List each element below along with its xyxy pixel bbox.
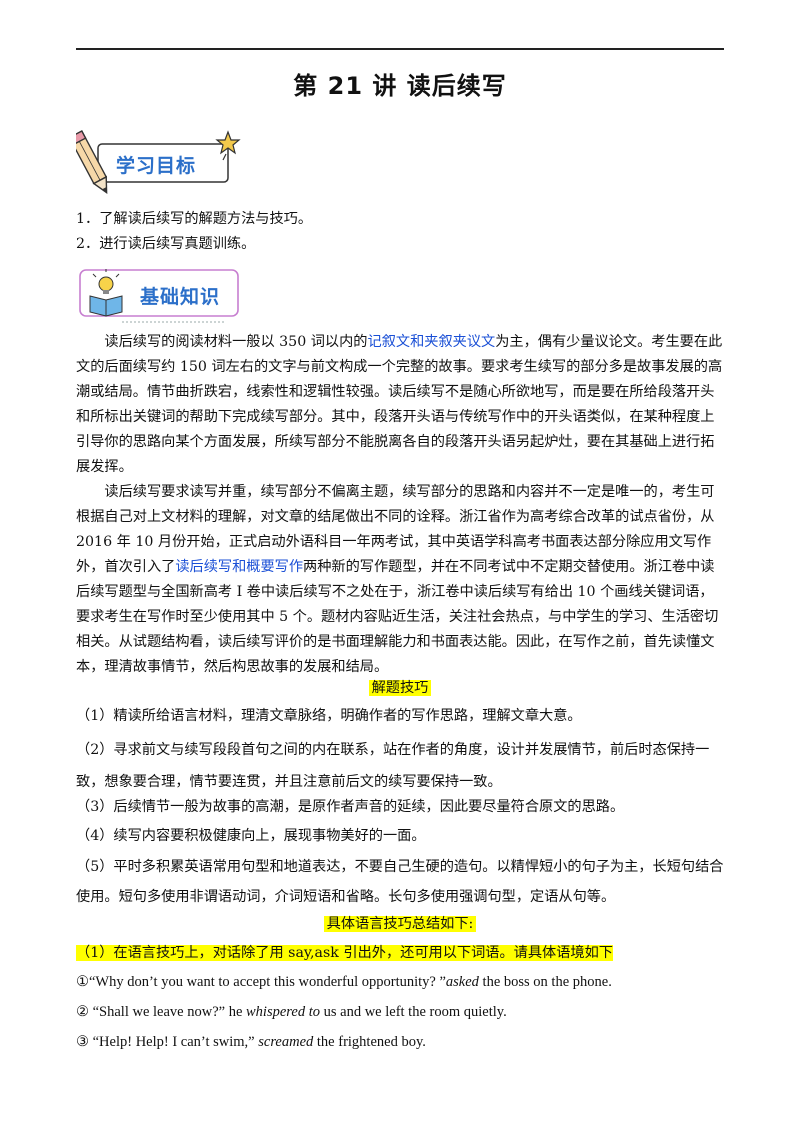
example-sentence: ② “Shall we leave now?” he whispered to … (76, 1004, 507, 1020)
goal-item: 1．了解读后续写的解题方法与技巧。 (76, 211, 313, 227)
tips-heading: 解题技巧 (0, 677, 800, 697)
example-sentence: ①“Why don’t you want to accept this wond… (76, 974, 612, 990)
basic-knowledge-badge: 基础知识 (76, 262, 246, 328)
task-types-link[interactable]: 读后续写和概要写作 (175, 559, 304, 575)
tip-item: （5）平时多积累英语常用句型和地道表达，不要自己生硬的造句。以精悍短小的句子为主… (76, 859, 724, 905)
learning-goals-label: 学习目标 (116, 155, 197, 177)
header-rule (76, 48, 724, 50)
tip-item: （4）续写内容要积极健康向上，展现事物美好的一面。 (76, 828, 426, 844)
book-lightbulb-banner-icon (79, 269, 239, 323)
basic-knowledge-label: 基础知识 (140, 286, 221, 308)
pencil-banner-icon (68, 130, 241, 194)
learning-goals-badge: 学习目标 (68, 122, 246, 198)
summary-heading: 具体语言技巧总结如下: (0, 913, 800, 933)
tip-item: （3）后续情节一般为故事的高潮，是原作者声音的延续，因此要尽量符合原文的思路。 (76, 799, 625, 815)
text-genre-link[interactable]: 记叙文和夹叙夹议文 (367, 334, 496, 350)
page-title: 第 21 讲 读后续写 (293, 72, 507, 100)
intro-paragraph-2: 读后续写要求读写并重，续写部分不偏离主题，续写部分的思路和内容并不一定是唯一的，… (76, 484, 719, 675)
goal-item: 2．进行读后续写真题训练。 (76, 236, 256, 252)
example-sentence: ③ “Help! Help! I can’t swim,” screamed t… (76, 1034, 426, 1050)
intro-paragraph-1: 读后续写的阅读材料一般以 350 词以内的记叙文和夹叙夹议文为主，偶有少量议论文… (76, 334, 723, 475)
summary-item: （1）在语言技巧上，对话除了用 say,ask 引出外，还可用以下词语。请具体语… (76, 945, 613, 961)
tip-item: （1）精读所给语言材料，理清文章脉络，明确作者的写作思路，理解文章大意。 (76, 708, 582, 724)
tip-item: （2）寻求前文与续写段段首句之间的内在联系，站在作者的角度，设计并发展情节，前后… (76, 742, 710, 790)
